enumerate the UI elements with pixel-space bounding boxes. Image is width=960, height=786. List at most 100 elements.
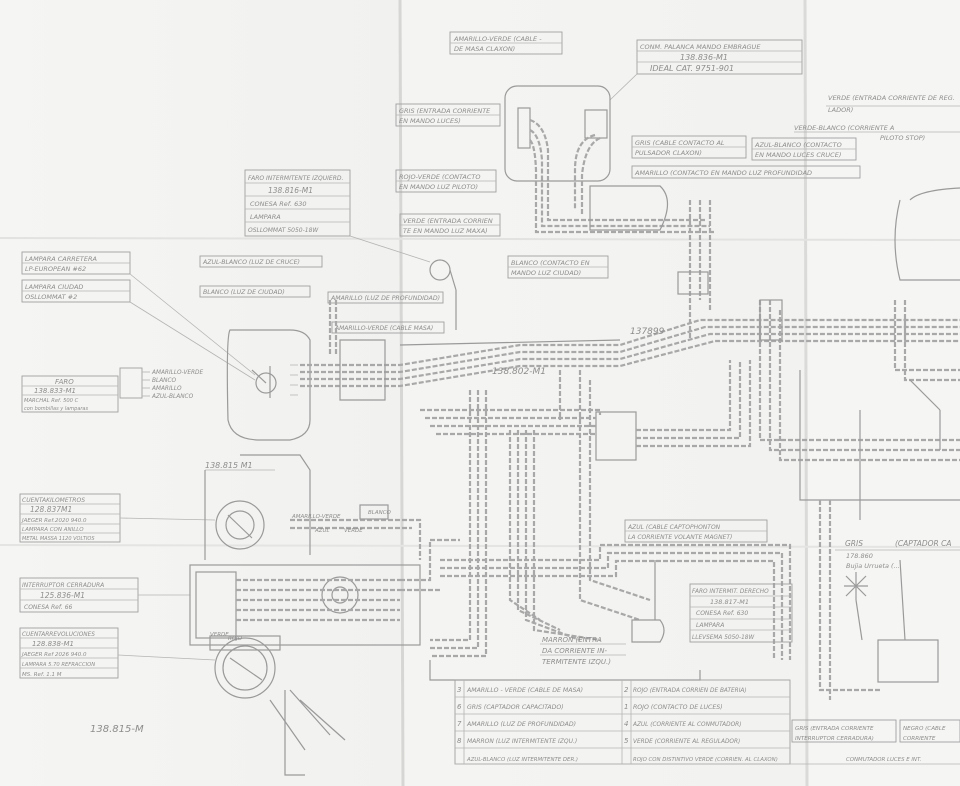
svg-text:AZUL-BLANCO: AZUL-BLANCO [151, 394, 194, 400]
svg-text:1: 1 [624, 703, 628, 711]
handlebar-switch [504, 85, 715, 340]
svg-text:TERMITENTE IZQU.): TERMITENTE IZQU.) [542, 658, 611, 666]
main-harness [300, 187, 960, 700]
svg-text:AZUL (CORRIENTE AL CONMUTADOR): AZUL (CORRIENTE AL CONMUTADOR) [632, 722, 741, 728]
label-verde-entrada: VERDE (ENTRADA CORRIENTE DE REG. LADOR) [826, 94, 960, 114]
svg-text:EN MANDO LUCES CRUCE): EN MANDO LUCES CRUCE) [755, 151, 841, 159]
legend-table: 3 6 7 8 2 1 4 5 AMARILLO - VERDE (CABLE … [454, 679, 960, 765]
svg-text:CONM. PALANCA MANDO EMBRAGUE: CONM. PALANCA MANDO EMBRAGUE [640, 43, 761, 51]
svg-text:138.833-M1: 138.833-M1 [34, 387, 76, 395]
svg-text:CONMUTADOR LUCES E INT.: CONMUTADOR LUCES E INT. [846, 757, 921, 763]
instrument-cluster [189, 454, 460, 776]
svg-text:OSLLOMMAT 5050-18W: OSLLOMMAT 5050-18W [248, 227, 319, 234]
svg-text:ROJO CON DISTINTIVO VERDE (COR: ROJO CON DISTINTIVO VERDE (CORRIEN. AL C… [633, 757, 778, 763]
svg-text:AMARILLO-VERDE (CABLE -: AMARILLO-VERDE (CABLE - [453, 35, 542, 43]
label-138815-top: 138.815 M1 [205, 461, 253, 470]
svg-text:LLEVSEMA 5050-18W: LLEVSEMA 5050-18W [692, 635, 754, 641]
svg-text:LAMPARA CON ANILLO: LAMPARA CON ANILLO [22, 527, 84, 533]
label-gris-cable: GRIS (CABLE CONTACTO AL PULSADOR CLAXON) [631, 135, 747, 159]
label-azul-cable: AZUL (CABLE CAPTOPHONTON LA CORRIENTE VO… [624, 519, 768, 543]
svg-text:AMARILLO (LUZ DE PROFUNDIDAD): AMARILLO (LUZ DE PROFUNDIDAD) [466, 721, 576, 728]
svg-text:con bombillas y lamparas: con bombillas y lamparas [24, 406, 88, 412]
svg-text:AMARILLO - VERDE (CABLE DE MAS: AMARILLO - VERDE (CABLE DE MASA) [466, 687, 583, 694]
svg-text:AMARILLO-VERDE (CABLE MASA): AMARILLO-VERDE (CABLE MASA) [334, 325, 433, 332]
label-conm-palanca: CONM. PALANCA MANDO EMBRAGUE 138.836-M1 … [609, 39, 803, 101]
svg-text:MS. Ref. 1.1 M: MS. Ref. 1.1 M [22, 672, 62, 678]
svg-text:GRIS (CAPTADOR CAPACITADO): GRIS (CAPTADOR CAPACITADO) [467, 704, 564, 711]
svg-text:PULSADOR CLAXON): PULSADOR CLAXON) [635, 149, 702, 157]
label-138815-bottom: 138.815-M [90, 724, 144, 735]
small-azul: AZUL [314, 528, 330, 534]
label-rojo-verde: ROJO-VERDE (CONTACTO EN MANDO LUZ PILOTO… [395, 169, 497, 193]
svg-text:(CAPTADOR CA: (CAPTADOR CA [895, 539, 951, 548]
label-amarillo-contacto: AMARILLO (CONTACTO EN MANDO LUZ PROFUNDI… [631, 165, 861, 179]
label-cuentarrevoluciones: CUENTARREVOLUCIONES 128.838-M1 JAEGER Re… [19, 627, 216, 679]
svg-text:LAMPARA CIUDAD: LAMPARA CIUDAD [25, 283, 83, 291]
svg-text:Bujia Urrueta (...: Bujia Urrueta (... [846, 562, 900, 570]
svg-text:GRIS (ENTRADA CORRIENTE: GRIS (ENTRADA CORRIENTE [795, 726, 874, 732]
label-amarillo-profundidad: AMARILLO (LUZ DE PROFUNDIDAD) [327, 291, 444, 304]
label-lampara-ciudad: LAMPARA CIUDAD OSLLOMMAT #2 [21, 273, 256, 381]
svg-text:AMARILLO (LUZ DE PROFUNDIDAD): AMARILLO (LUZ DE PROFUNDIDAD) [330, 295, 440, 302]
svg-text:LAMPARA CARRETERA: LAMPARA CARRETERA [25, 255, 97, 263]
svg-text:128.838-M1: 128.838-M1 [32, 640, 74, 648]
svg-text:VERDE (CORRIENTE AL REGULADOR): VERDE (CORRIENTE AL REGULADOR) [633, 739, 740, 745]
center-bundle [429, 370, 792, 681]
svg-text:CUENTAKILOMETROS: CUENTAKILOMETROS [22, 497, 85, 504]
svg-text:ROJO (ENTRADA CORRIEN DE BATER: ROJO (ENTRADA CORRIEN DE BATERIA) [633, 688, 747, 694]
svg-text:MARRON (LUZ INTERMITENTE IZQU.: MARRON (LUZ INTERMITENTE IZQU.) [467, 738, 577, 745]
svg-text:DE MASA CLAXON): DE MASA CLAXON) [454, 45, 515, 53]
svg-text:LP-EUROPEAN #62: LP-EUROPEAN #62 [25, 265, 86, 273]
svg-text:125.836-M1: 125.836-M1 [40, 591, 85, 600]
label-azul-blanco: AZUL-BLANCO (CONTACTO EN MANDO LUCES CRU… [751, 137, 857, 161]
headlamp [226, 329, 311, 441]
label-negro: NEGRO (CABLE CORRIENTE [899, 719, 960, 743]
svg-text:MARRON (ENTRA: MARRON (ENTRA [542, 636, 602, 644]
svg-text:VERDE-BLANCO (CORRIENTE A: VERDE-BLANCO (CORRIENTE A [794, 124, 894, 132]
svg-text:GRIS (CABLE CONTACTO AL: GRIS (CABLE CONTACTO AL [635, 139, 725, 147]
svg-text:LAMPARA: LAMPARA [696, 622, 724, 629]
svg-text:EN MANDO LUZ PILOTO): EN MANDO LUZ PILOTO) [399, 183, 478, 191]
label-faro-main: FARO 138.833-M1 MARCHAL Ref. 500 C con b… [21, 375, 119, 413]
svg-text:3: 3 [457, 686, 461, 694]
svg-text:2: 2 [624, 686, 629, 694]
svg-text:BLANCO (CONTACTO EN: BLANCO (CONTACTO EN [511, 259, 590, 267]
svg-text:6: 6 [457, 703, 462, 711]
svg-text:LAMPARA: LAMPARA [250, 213, 281, 221]
label-gris-entrada: GRIS (ENTRADA CORRIENTE EN MANDO LUCES) [395, 103, 501, 127]
label-azul-blanco-cruce: AZUL-BLANCO (LUZ DE CRUCE) [199, 255, 323, 268]
small-verde2: VERDE [344, 528, 363, 534]
label-verde-blanco: VERDE-BLANCO (CORRIENTE A PILOTO STOP) [794, 124, 960, 142]
small-amarillo-verde: AMARILLO-VERDE [291, 514, 341, 520]
svg-text:AZUL-BLANCO (CONTACTO: AZUL-BLANCO (CONTACTO [754, 141, 842, 149]
small-rojo: ROJO [228, 636, 243, 642]
label-faro-intermit-derecho: FARO INTERMIT. DERECHO 138.817-M1 CONESA… [689, 583, 793, 643]
label-blanco-ciudad: BLANCO (LUZ DE CIUDAD) [199, 285, 311, 298]
svg-text:5: 5 [624, 737, 629, 745]
svg-text:AMARILLO: AMARILLO [151, 386, 182, 392]
svg-text:BLANCO: BLANCO [152, 378, 177, 384]
svg-text:INTERRUPTOR CERRADURA): INTERRUPTOR CERRADURA) [795, 736, 874, 742]
label-gris-entrada-bottom: GRIS (ENTRADA CORRIENTE INTERRUPTOR CERR… [791, 719, 897, 743]
svg-text:ROJO (CONTACTO DE LUCES): ROJO (CONTACTO DE LUCES) [633, 704, 723, 711]
label-blanco-contacto: BLANCO (CONTACTO EN MANDO LUZ CIUDAD) [507, 255, 609, 279]
label-cuentakilometros: CUENTAKILOMETROS 128.837M1 JAEGER Ref.20… [19, 493, 216, 543]
label-138802: 138.802-M1 [492, 367, 546, 377]
turn-signal-right [631, 560, 665, 643]
svg-text:OSLLOMMAT #2: OSLLOMMAT #2 [25, 293, 77, 301]
svg-text:CONESA Ref. 630: CONESA Ref. 630 [696, 610, 748, 617]
svg-text:METAL MASSA 1120 VOLTIOS: METAL MASSA 1120 VOLTIOS [22, 536, 95, 542]
svg-text:EN MANDO LUCES): EN MANDO LUCES) [399, 117, 461, 125]
label-interruptor-cerradura: INTERRUPTOR CERRADURA 125.836-M1 CONESA … [19, 577, 190, 613]
svg-text:JAEGER Ref 2026 940.0: JAEGER Ref 2026 940.0 [21, 652, 87, 658]
svg-text:CONESA Ref. 630: CONESA Ref. 630 [250, 200, 307, 208]
svg-text:8: 8 [457, 737, 462, 745]
svg-text:IDEAL CAT. 9751-901: IDEAL CAT. 9751-901 [650, 64, 734, 73]
svg-text:BLANCO (LUZ DE CIUDAD): BLANCO (LUZ DE CIUDAD) [203, 289, 285, 296]
svg-text:138.817-M1: 138.817-M1 [710, 598, 749, 606]
svg-text:NEGRO (CABLE: NEGRO (CABLE [903, 726, 946, 732]
svg-text:128.837M1: 128.837M1 [30, 505, 72, 514]
svg-text:CONESA Ref. 66: CONESA Ref. 66 [24, 604, 73, 611]
